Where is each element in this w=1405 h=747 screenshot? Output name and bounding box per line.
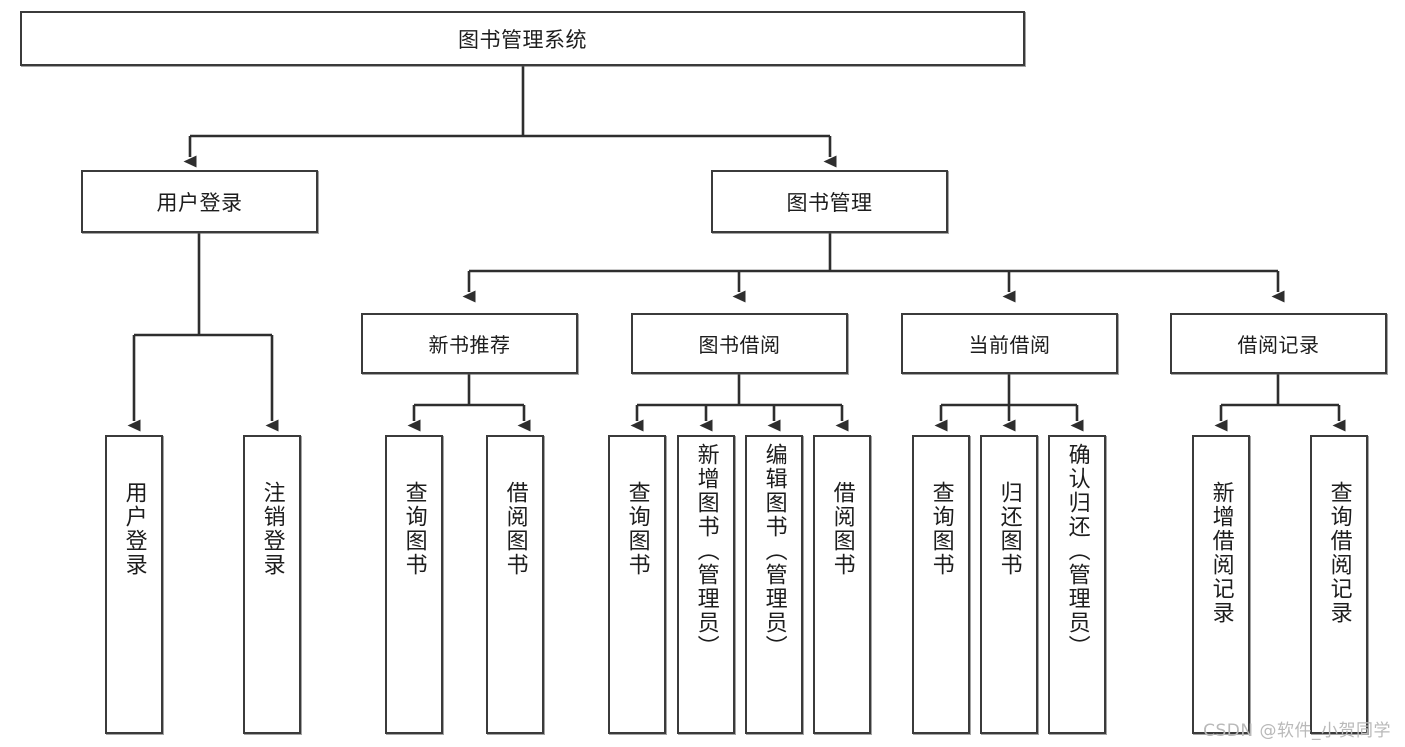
node-leaf-return-book-label: 归还图书: [996, 481, 1022, 577]
node-leaf-add-record[interactable]: 新增借阅记录: [1192, 435, 1250, 734]
node-leaf-query-book-2-label: 查询图书: [624, 481, 650, 577]
node-leaf-confirm-return[interactable]: 确认归还（管理员）: [1048, 435, 1106, 734]
node-leaf-user-login[interactable]: 用户登录: [105, 435, 163, 734]
node-user-login[interactable]: 用户登录: [81, 170, 318, 233]
node-user-login-label: 用户登录: [156, 190, 243, 215]
node-leaf-query-record[interactable]: 查询借阅记录: [1310, 435, 1368, 734]
node-leaf-query-book-2[interactable]: 查询图书: [608, 435, 666, 734]
node-leaf-edit-book-label: 编辑图书（管理员）: [761, 443, 787, 659]
node-book-manage-label: 图书管理: [786, 190, 873, 215]
node-leaf-borrow-book-1-label: 借阅图书: [502, 481, 528, 577]
node-leaf-query-book-3-label: 查询图书: [928, 481, 954, 577]
node-leaf-logout-label: 注销登录: [259, 481, 285, 577]
node-leaf-user-login-label: 用户登录: [121, 481, 147, 577]
node-leaf-query-book-1-label: 查询图书: [401, 481, 427, 577]
csdn-watermark: CSDN @软件_小贺同学: [1203, 721, 1391, 741]
node-leaf-query-book-1[interactable]: 查询图书: [385, 435, 443, 734]
node-leaf-borrow-book-2[interactable]: 借阅图书: [813, 435, 871, 734]
node-leaf-add-book[interactable]: 新增图书（管理员）: [677, 435, 735, 734]
node-root-label: 图书管理系统: [458, 27, 587, 52]
node-leaf-return-book[interactable]: 归还图书: [980, 435, 1038, 734]
node-book-manage[interactable]: 图书管理: [711, 170, 948, 233]
node-leaf-add-book-label: 新增图书（管理员）: [693, 443, 719, 659]
node-borrow-record-label: 借阅记录: [1237, 333, 1320, 357]
node-book-borrow-label: 图书借阅: [698, 333, 781, 357]
node-leaf-borrow-book-2-label: 借阅图书: [829, 481, 855, 577]
node-leaf-query-record-label: 查询借阅记录: [1326, 481, 1352, 625]
node-leaf-logout[interactable]: 注销登录: [243, 435, 301, 734]
node-root[interactable]: 图书管理系统: [20, 11, 1025, 66]
node-book-borrow[interactable]: 图书借阅: [631, 313, 848, 374]
node-new-book-rec-label: 新书推荐: [428, 333, 511, 357]
node-new-book-rec[interactable]: 新书推荐: [361, 313, 578, 374]
node-current-borrow[interactable]: 当前借阅: [901, 313, 1118, 374]
node-leaf-borrow-book-1[interactable]: 借阅图书: [486, 435, 544, 734]
node-leaf-edit-book[interactable]: 编辑图书（管理员）: [745, 435, 803, 734]
node-borrow-record[interactable]: 借阅记录: [1170, 313, 1387, 374]
node-current-borrow-label: 当前借阅: [968, 333, 1051, 357]
node-leaf-add-record-label: 新增借阅记录: [1208, 481, 1234, 625]
node-leaf-confirm-return-label: 确认归还（管理员）: [1064, 443, 1090, 659]
node-leaf-query-book-3[interactable]: 查询图书: [912, 435, 970, 734]
